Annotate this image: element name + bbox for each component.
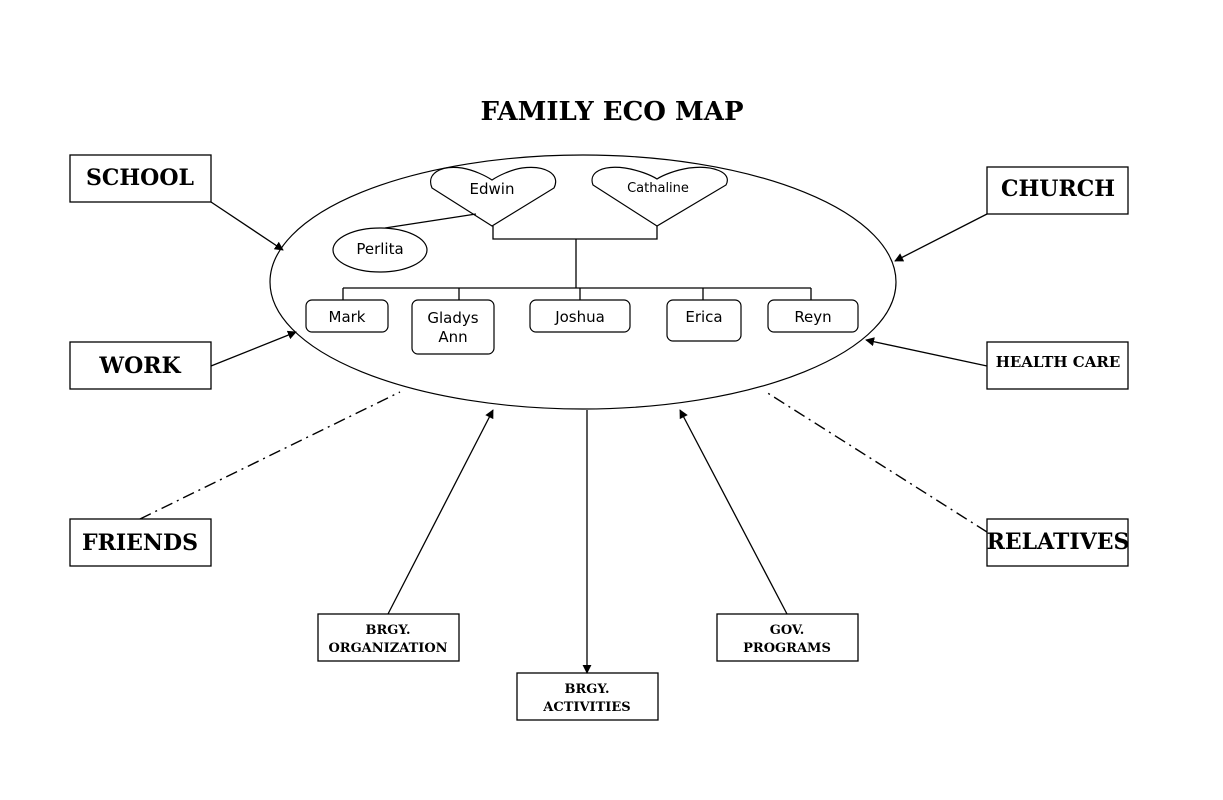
child-node-gladys-ann [411,299,495,355]
system-label: BRGY. [564,682,609,697]
system-friends: FRIENDS [69,518,212,567]
system-church: CHURCH [986,166,1129,215]
system-relatives: RELATIVES [986,518,1130,567]
child-node-reyn [767,299,859,333]
child-node-erica [666,299,742,342]
household-ellipse [269,154,897,410]
child-name: Mark [329,308,366,326]
child-name: Gladys [427,309,478,327]
father-heart: Edwin [430,166,557,227]
system-label: RELATIVES [987,529,1130,555]
system-label: WORK [98,353,181,379]
system-label: FRIENDS [82,530,198,556]
child-name: Joshua [554,308,605,326]
child-name: Ann [438,328,467,346]
child-node-joshua [529,299,631,333]
system-label: BRGY. [365,623,410,638]
relatives-dashdot-line [765,391,988,533]
gov-programs-arrow [679,409,788,615]
father-name: Edwin [470,180,515,198]
system-gov-programs: GOV. PROGRAMS [716,613,859,662]
child-name: Reyn [794,308,831,326]
system-label: HEALTH CARE [996,353,1121,371]
mother-heart: Cathaline [591,166,728,227]
system-label: ORGANIZATION [328,641,447,656]
system-school: SCHOOL [69,154,212,203]
mother-name: Cathaline [627,181,689,196]
health-care-arrow [865,337,988,367]
friends-dashdot-line [139,391,401,520]
system-brgy-organization: BRGY. ORGANIZATION [317,613,460,662]
system-label: SCHOOL [86,165,194,191]
system-work: WORK [69,341,212,390]
school-arrow [210,201,284,251]
page-title: FAMILY ECO MAP [481,97,744,127]
child-node-mark [305,299,389,333]
work-arrow [210,330,297,367]
church-arrow [894,213,988,262]
system-label: PROGRAMS [743,641,831,656]
system-label: ACTIVITIES [542,700,630,715]
child-name: Erica [685,308,722,326]
system-brgy-activities: BRGY. ACTIVITIES [516,672,659,721]
system-label: CHURCH [1001,176,1115,202]
system-health-care: HEALTH CARE [986,341,1129,390]
perlita-node [332,227,428,273]
system-label: GOV. [770,623,805,638]
union-line [492,226,658,240]
brgy-organization-arrow [387,409,494,615]
perlita-name: Perlita [356,240,403,258]
perlita-link-line [384,213,477,229]
